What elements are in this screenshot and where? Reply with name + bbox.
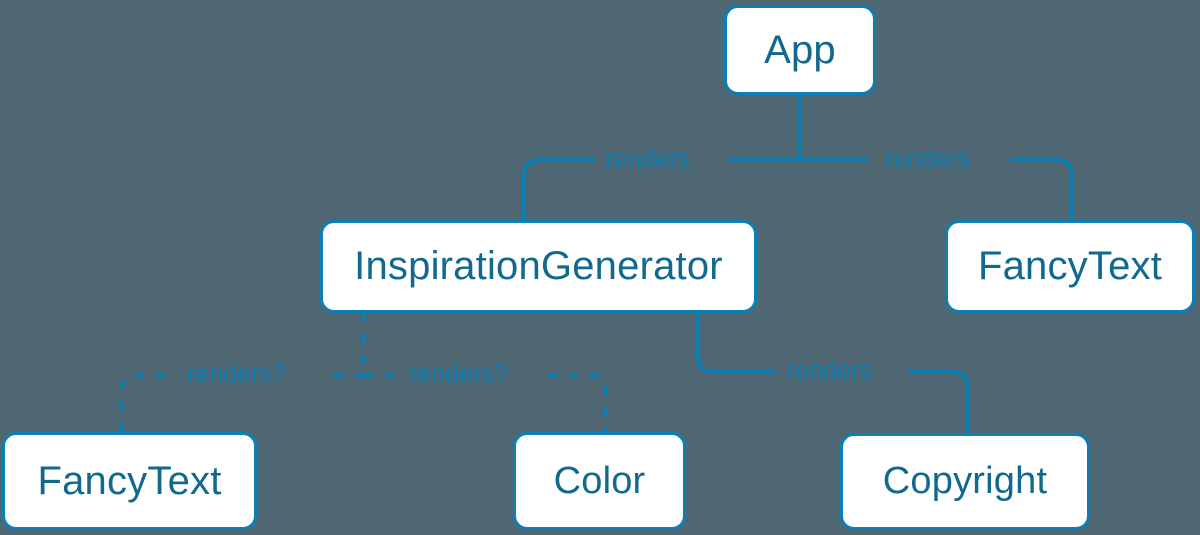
edge-app-to-inspiration-generator [522, 158, 802, 222]
edge-label-app-to-fancytext-right: renders [876, 147, 979, 172]
node-color-label: Color [553, 459, 646, 502]
node-app[interactable]: App [724, 5, 876, 95]
edge-inspiration-to-copyright [696, 311, 970, 435]
node-fancytext-right-label: FancyText [977, 244, 1163, 288]
node-fancytext-right[interactable]: FancyText [945, 220, 1195, 313]
edge-app-to-fancytext-right [798, 158, 1074, 222]
edge-inspiration-to-fancytext-left [120, 373, 364, 432]
node-inspiration-generator[interactable]: InspirationGenerator [320, 220, 757, 313]
node-fancytext-left[interactable]: FancyText [2, 432, 257, 530]
node-color[interactable]: Color [513, 432, 686, 530]
edge-label-inspiration-to-color: renders? [400, 362, 517, 387]
edge-label-app-to-inspiration-generator: renders [596, 147, 699, 172]
node-fancytext-left-label: FancyText [37, 458, 222, 503]
edge-label-inspiration-to-copyright: renders [778, 359, 881, 384]
edge-label-inspiration-to-fancytext-left: renders? [178, 362, 295, 387]
node-copyright[interactable]: Copyright [840, 433, 1090, 530]
node-copyright-label: Copyright [882, 460, 1048, 502]
node-inspiration-generator-label: InspirationGenerator [354, 244, 723, 288]
node-app-label: App [764, 27, 836, 72]
edge-inspiration-to-color [364, 373, 608, 432]
